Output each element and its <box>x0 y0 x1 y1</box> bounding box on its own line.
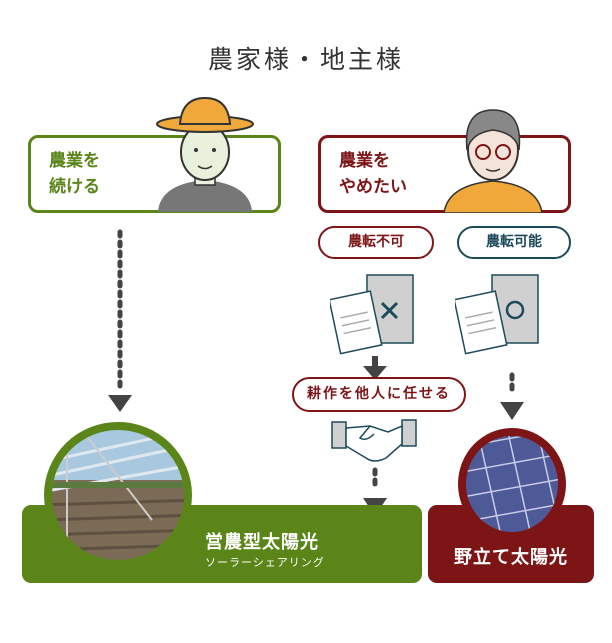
not-convertible-pill: 農転不可 <box>318 226 434 259</box>
card-line2: やめたい <box>339 177 407 197</box>
entrust-farming-pill: 耕作を他人に任せる <box>292 377 466 412</box>
landowner-icon <box>443 109 543 213</box>
card-line1: 農業を <box>339 151 390 171</box>
card-line2: 続ける <box>49 177 100 197</box>
document-approved-icon <box>455 274 539 355</box>
farmer-icon <box>156 96 254 212</box>
agri-solar-photo <box>44 422 192 568</box>
ground-solar-label: 野立て太陽光 <box>454 547 568 568</box>
agri-solar-sublabel: ソーラーシェアリング <box>205 556 325 569</box>
convertible-pill: 農転可能 <box>457 226 571 259</box>
card-line1: 農業を <box>49 151 100 171</box>
page-title: 農家様・地主様 <box>207 45 404 74</box>
handshake-icon <box>331 419 417 462</box>
document-rejected-icon <box>330 274 414 355</box>
agri-solar-label: 営農型太陽光 <box>205 532 319 553</box>
solar-panel-photo <box>458 428 566 540</box>
